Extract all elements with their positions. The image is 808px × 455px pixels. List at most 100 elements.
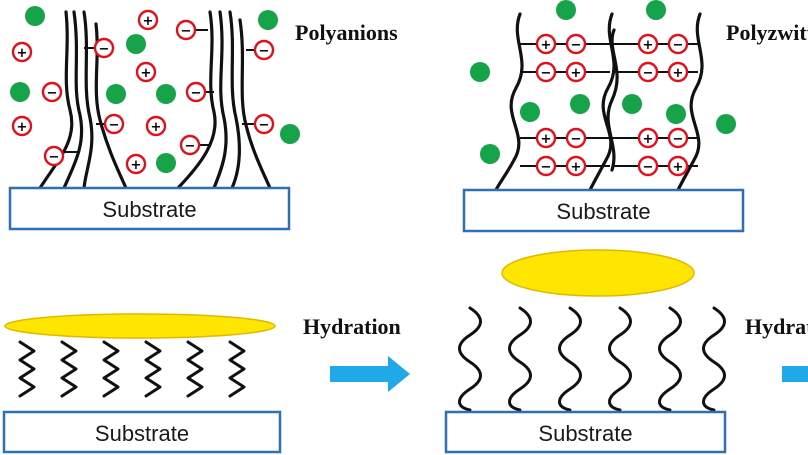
svg-text:+: + [143, 14, 154, 29]
cation-symbol: + [667, 61, 689, 83]
free-ion [646, 0, 666, 20]
free-ion [10, 82, 30, 102]
substrate-label: Substrate [556, 199, 650, 224]
right-arrow-icon [330, 356, 410, 392]
anions: − − − − − − − − − [41, 19, 275, 167]
cation-symbol: + [135, 61, 157, 83]
polymer-chain [228, 10, 242, 190]
protein-droplet [4, 313, 276, 339]
anion-symbol: − [103, 113, 125, 135]
polymer-chain [558, 306, 582, 412]
polymer-chain [82, 10, 94, 190]
free-ion [470, 62, 490, 82]
svg-text:+: + [131, 158, 142, 173]
zwitterion-pairs: + − + − − + − + + − + − − + − + [535, 33, 689, 177]
svg-text:−: − [673, 38, 684, 53]
anion-symbol: − [565, 33, 587, 55]
substrate-label: Substrate [538, 421, 632, 446]
anion-symbol: − [565, 127, 587, 149]
polyzwitterions-panel: + − + − − + − + + − + − − + − + [462, 0, 745, 233]
svg-text:−: − [185, 139, 196, 154]
free-ion [480, 144, 500, 164]
svg-text:−: − [191, 86, 202, 101]
substrate-bottom-left: Substrate [2, 410, 282, 454]
polymer-chain [62, 10, 84, 190]
anion-symbol: − [175, 19, 197, 41]
hydration-step-1: Hydration [303, 314, 410, 392]
substrate-bottom-mid: Substrate [444, 410, 727, 454]
substrate-top-left: Substrate [8, 186, 291, 231]
protein-droplet [501, 249, 695, 297]
polymer-chain [176, 10, 217, 190]
cation-symbol: + [535, 127, 557, 149]
anion-symbol: − [535, 155, 557, 177]
zwitterion-chains [494, 12, 704, 192]
svg-text:+: + [571, 160, 582, 175]
svg-text:+: + [541, 38, 552, 53]
hydration-label: Hydration [745, 314, 808, 339]
polyanions-panel: − − − − − − − − − + + + + + + [8, 6, 300, 231]
svg-text:−: − [571, 38, 582, 53]
svg-text:+: + [17, 46, 28, 61]
free-ion [156, 153, 176, 173]
cation-symbol: + [565, 61, 587, 83]
cation-symbol: + [637, 127, 659, 149]
cation-symbol: + [145, 115, 167, 137]
cation-symbol: + [637, 33, 659, 55]
cation-symbol: + [125, 153, 147, 175]
polymer-chain [658, 306, 682, 412]
anion-symbol: − [253, 113, 275, 135]
cation-symbol: + [565, 155, 587, 177]
brush-hydrated-panel: Substrate [444, 249, 727, 454]
svg-text:−: − [109, 118, 120, 133]
cation-symbol: + [11, 115, 33, 137]
free-ion [622, 94, 642, 114]
svg-text:+: + [571, 66, 582, 81]
free-ions [10, 6, 300, 173]
polyzwitterions-label: Polyzwitterions [726, 20, 808, 45]
polymer-chain [186, 340, 204, 398]
free-ion [280, 124, 300, 144]
svg-text:+: + [151, 120, 162, 135]
extended-chains [458, 306, 726, 412]
polymer-chain [18, 340, 36, 398]
hydration-label: Hydration [303, 314, 401, 339]
svg-text:−: − [47, 86, 58, 101]
svg-text:+: + [541, 132, 552, 147]
svg-text:−: − [181, 24, 192, 39]
polymer-chain [494, 12, 524, 192]
polyanions-label: Polyanions [295, 20, 398, 45]
polymer-chain [60, 340, 78, 398]
anion-symbol: − [41, 81, 63, 103]
polymer-chain [212, 10, 228, 190]
svg-text:−: − [571, 132, 582, 147]
polymer-chain [228, 340, 246, 398]
svg-text:+: + [643, 132, 654, 147]
anion-symbol: − [637, 155, 659, 177]
polymer-chain [676, 12, 704, 192]
free-ion [666, 104, 686, 124]
anion-symbol: − [667, 127, 689, 149]
svg-text:+: + [141, 66, 152, 81]
anion-symbol: − [535, 61, 557, 83]
anion-symbol: − [637, 61, 659, 83]
polymer-chain [608, 306, 632, 412]
cation-symbol: + [667, 155, 689, 177]
polymer-chain [702, 306, 726, 412]
cation-symbol: + [137, 9, 159, 31]
free-ion [716, 114, 736, 134]
polyanion-chains [38, 10, 272, 190]
polymer-chain [606, 28, 619, 172]
svg-text:−: − [99, 42, 110, 57]
svg-text:−: − [673, 132, 684, 147]
free-ion [520, 102, 540, 122]
svg-text:+: + [17, 120, 28, 135]
svg-text:+: + [673, 160, 684, 175]
anion-symbol: − [667, 33, 689, 55]
svg-text:−: − [49, 150, 60, 165]
polymer-chain [102, 340, 120, 398]
substrate-label: Substrate [95, 421, 189, 446]
hydration-step-2: Hydration [745, 314, 808, 382]
